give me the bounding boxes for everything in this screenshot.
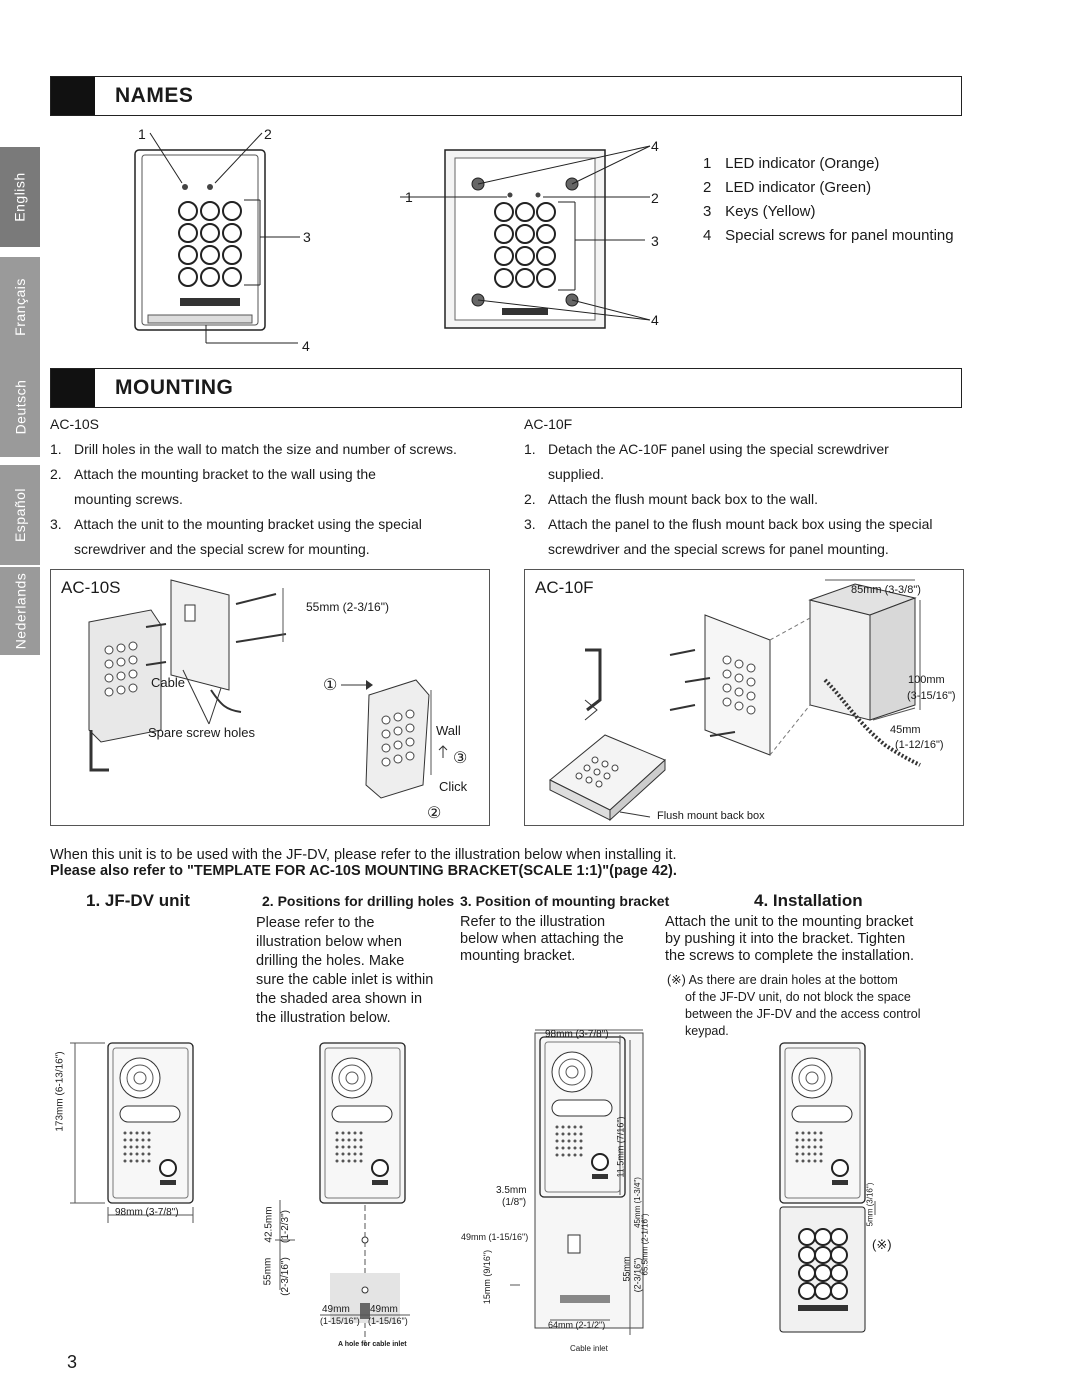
jfdv-unit-drawings: [70, 1029, 876, 1345]
dim-42mm: 42.5mm: [263, 1206, 275, 1243]
dim-49mm-right: 49mm: [370, 1304, 398, 1315]
ac10f-mounting-illustration: [549, 579, 921, 822]
sidebar-tab-label: Deutsch: [12, 379, 29, 435]
callout-4-ac10f-bottom: 4: [651, 312, 659, 328]
dim-98mm-top: 98mm (3-7/8"): [545, 1029, 609, 1040]
legend-item: 3 Keys (Yellow): [703, 203, 816, 220]
col3-title: 3. Position of mounting bracket: [460, 893, 670, 909]
flush-mount-label: Flush mount back box: [657, 810, 765, 822]
callout-1-ac10f: 1: [405, 189, 413, 205]
cable-hole-label: A hole for cable inlet: [338, 1341, 407, 1348]
col4-note: (※) As there are drain holes at the bott…: [667, 973, 921, 1038]
dim-55mm: 55mm (2-3/16"): [306, 600, 389, 614]
dim-15mm: 15mm (9/16"): [482, 1249, 493, 1305]
mounting-title: MOUNTING: [115, 376, 234, 399]
sidebar-tab-nederlands[interactable]: Nederlands: [0, 567, 40, 655]
cable-inlet-label: Cable inlet: [570, 1344, 608, 1353]
dim-45mm-inch: (1-12/16"): [895, 739, 944, 751]
ac10s-mounting-figure: AC-10S 55mm (2-3/16") Cable Spare screw …: [50, 569, 490, 826]
dim-64mm: 64mm (2-1/2"): [548, 1320, 606, 1330]
names-legend: 1 LED indicator (Orange) 2 LED indicator…: [703, 152, 954, 248]
drain-space-mark: (※): [872, 1237, 892, 1252]
mounting-section-header: MOUNTING: [50, 368, 962, 408]
callout-2-ac10f: 2: [651, 190, 659, 206]
dim-55mm-bracket: 55mm: [621, 1256, 632, 1282]
sidebar-tab-francais[interactable]: Français: [0, 257, 40, 357]
ac10s-figure-label: AC-10S: [61, 578, 121, 597]
ac10f-names-figure: [400, 145, 651, 329]
callout-4: 4: [302, 338, 310, 354]
dim-49mm-right-inch: (1-15/16"): [368, 1316, 408, 1326]
header-marker: [51, 77, 95, 115]
sidebar-tab-label: Français: [12, 278, 28, 336]
dim-45mm: 45mm: [890, 724, 921, 736]
col1-title: 1. JF-DV unit: [86, 891, 190, 910]
col4-title: 4. Installation: [754, 891, 863, 910]
dim-42mm-inch: (1-2/3"): [280, 1209, 292, 1244]
page-number: 3: [67, 1352, 78, 1372]
sidebar-tab-label: Nederlands: [12, 572, 29, 650]
sidebar-tab-english[interactable]: English: [0, 147, 40, 247]
sidebar-tab-label: English: [12, 172, 29, 222]
ac10f-steps: 1.Detach the AC-10F panel using the spec…: [524, 441, 933, 557]
callout-3-ac10f: 3: [651, 233, 659, 249]
click-label: Click: [439, 779, 468, 794]
col2-title: 2. Positions for drilling holes: [262, 893, 455, 909]
ac10s-model: AC-10S: [50, 416, 100, 432]
dim-55mm-inch: (2-3/16"): [279, 1257, 291, 1296]
wall-label: Wall: [436, 723, 461, 738]
legend-item: 4 Special screws for panel mounting: [703, 227, 954, 244]
legend-item: 2 LED indicator (Green): [703, 179, 872, 196]
dim-45mm: 45mm (1-3/4"): [632, 1177, 642, 1228]
dim-55mm: 55mm: [262, 1257, 274, 1286]
spare-screw-holes-label: Spare screw holes: [148, 725, 255, 740]
dim-3-5mm: 3.5mm: [496, 1185, 527, 1196]
dim-49mm-center: 49mm (1-15/16"): [461, 1232, 529, 1242]
sidebar-tab-espanol[interactable]: Español: [0, 465, 40, 565]
ac10s-steps: 1.Drill holes in the wall to match the s…: [50, 441, 457, 557]
ac10f-figure-label: AC-10F: [535, 578, 594, 597]
step-2-marker: ②: [427, 805, 442, 822]
dim-100mm: 100mm: [908, 674, 945, 686]
step-3-marker: ③: [453, 750, 468, 767]
step-1-marker: ①: [323, 677, 338, 694]
dim-5mm: 5mm (3/16"): [865, 1182, 875, 1227]
names-section-header: NAMES: [50, 76, 962, 116]
dim-49mm-left-inch: (1-15/16"): [320, 1316, 360, 1326]
dim-100mm-inch: (3-15/16"): [907, 690, 956, 702]
callout-2: 2: [264, 126, 272, 142]
sidebar-tab-label: Español: [12, 487, 28, 543]
names-title: NAMES: [115, 84, 194, 107]
header-marker: [51, 369, 95, 407]
ac10f-mounting-figure: AC-10F 85mm (3-3/8") 100mm (3-15/16") 45…: [524, 569, 964, 826]
callout-1: 1: [138, 126, 146, 142]
ac10f-model: AC-10F: [524, 416, 573, 432]
callout-3: 3: [303, 229, 311, 245]
dim-49mm-left: 49mm: [322, 1304, 350, 1315]
legend-item: 1 LED indicator (Orange): [703, 155, 880, 172]
callout-4-ac10f-top: 4: [651, 138, 659, 154]
dim-98mm: 98mm (3-7/8"): [115, 1207, 179, 1218]
sidebar-tab-deutsch[interactable]: Deutsch: [0, 357, 40, 457]
jfdv-template-note: Please also refer to "TEMPLATE FOR AC-10…: [50, 863, 677, 879]
ac10s-mounting-illustration: [88, 579, 448, 799]
jfdv-note: When this unit is to be used with the JF…: [50, 847, 677, 863]
dim-173mm: 173mm (6-13/16"): [54, 1051, 66, 1132]
dim-85mm: 85mm (3-3/8"): [851, 584, 921, 596]
dim-11-5mm: 11.5mm (7/16"): [615, 1116, 626, 1178]
cable-label: Cable: [151, 675, 185, 690]
dim-3-5mm-inch: (1/8"): [502, 1197, 527, 1208]
ac10s-names-figure: [134, 132, 300, 344]
